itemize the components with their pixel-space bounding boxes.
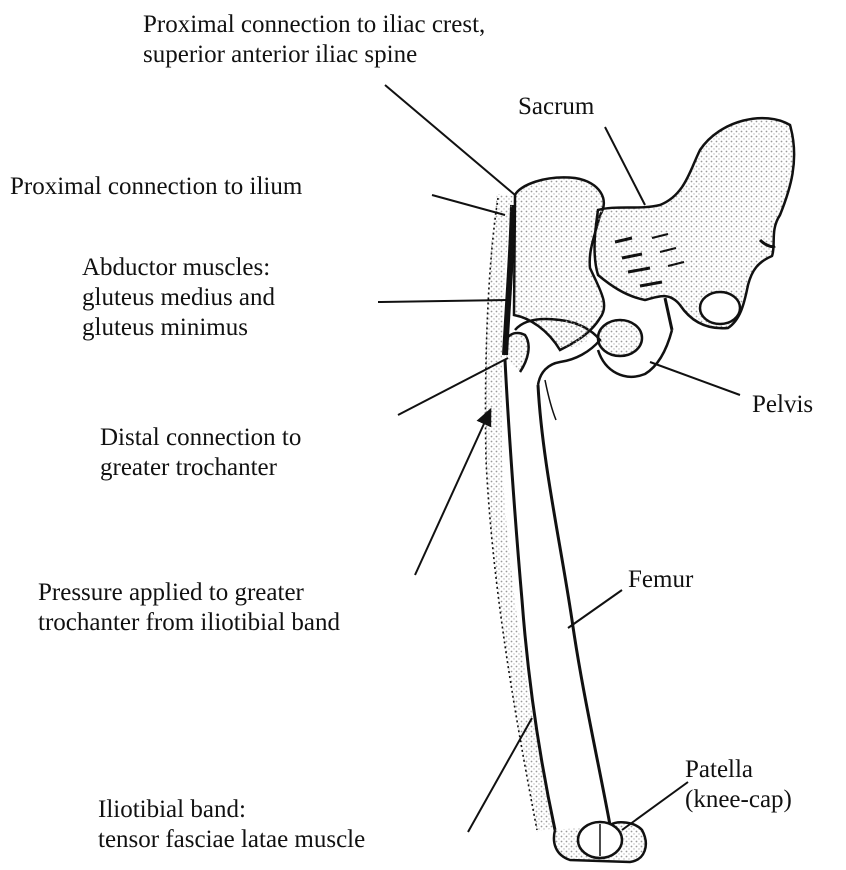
leader-iliotibial xyxy=(468,718,532,832)
label-sacrum: Sacrum xyxy=(518,92,594,122)
label-patella-line1: Patella xyxy=(685,755,792,785)
label-abductor-line3: gluteus minimus xyxy=(82,313,275,343)
label-abductor-line2: gluteus medius and xyxy=(82,283,275,313)
leader-pelvis xyxy=(650,362,740,395)
label-pelvis: Pelvis xyxy=(752,390,813,420)
leader-ilium xyxy=(432,195,505,215)
label-distal-line2: greater trochanter xyxy=(100,453,301,483)
label-iliotibial: Iliotibial band: tensor fasciae latae mu… xyxy=(98,795,365,855)
label-abductor-line1: Abductor muscles: xyxy=(82,253,275,283)
femur-bone xyxy=(504,319,646,862)
label-iliotibial-line1: Iliotibial band: xyxy=(98,795,365,825)
leader-sacrum xyxy=(605,127,645,205)
label-patella-line2: (knee-cap) xyxy=(685,785,792,815)
label-iliac-crest-line1: Proximal connection to iliac crest, xyxy=(143,10,485,40)
label-pressure: Pressure applied to greater trochanter f… xyxy=(38,578,340,638)
leader-patella xyxy=(622,782,688,830)
label-iliac-crest-line2: superior anterior iliac spine xyxy=(143,40,485,70)
label-iliac-crest: Proximal connection to iliac crest, supe… xyxy=(143,10,485,70)
leader-femur xyxy=(568,590,622,628)
label-ilium: Proximal connection to ilium xyxy=(10,172,302,202)
label-distal-line1: Distal connection to xyxy=(100,423,301,453)
label-iliotibial-line2: tensor fasciae latae muscle xyxy=(98,825,365,855)
leader-pressure xyxy=(415,415,488,575)
label-femur: Femur xyxy=(628,565,693,595)
label-pressure-line1: Pressure applied to greater xyxy=(38,578,340,608)
label-pressure-line2: trochanter from iliotibial band xyxy=(38,608,340,638)
leader-iliac-crest xyxy=(385,85,515,195)
label-abductor: Abductor muscles: gluteus medius and glu… xyxy=(82,253,275,343)
label-patella: Patella (knee-cap) xyxy=(685,755,792,815)
label-distal: Distal connection to greater trochanter xyxy=(100,423,301,483)
